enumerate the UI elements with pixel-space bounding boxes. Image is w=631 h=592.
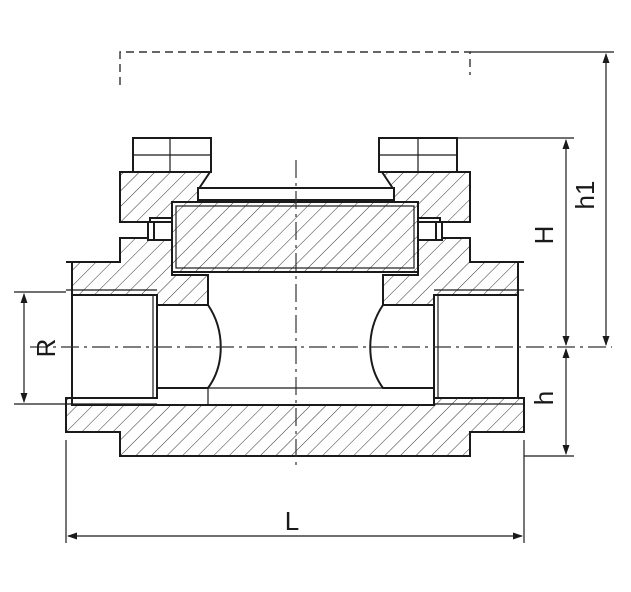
bolt-left (132, 137, 212, 241)
dimension-label-h: h (529, 391, 559, 405)
center-lines (30, 160, 612, 470)
dimension-R: R (20, 293, 61, 403)
dimension-label-L: L (285, 506, 299, 536)
dimension-label-R: R (31, 339, 61, 358)
dimension-L: L (67, 506, 523, 540)
left-port-bore (71, 294, 158, 399)
dimension-label-h1: h1 (570, 181, 600, 210)
hidden-outline (119, 51, 471, 85)
extension-lines (14, 51, 614, 543)
dimension-label-H: H (529, 226, 559, 245)
sight-glass-disc (171, 201, 419, 273)
sight-glass (171, 201, 419, 273)
bolt-right (378, 137, 458, 241)
dimension-h1: h1 (570, 53, 610, 346)
dimension-h: h (529, 348, 570, 455)
body-lower-wall (65, 397, 525, 457)
valve-body (65, 237, 525, 457)
dimension-H: H (529, 139, 570, 346)
